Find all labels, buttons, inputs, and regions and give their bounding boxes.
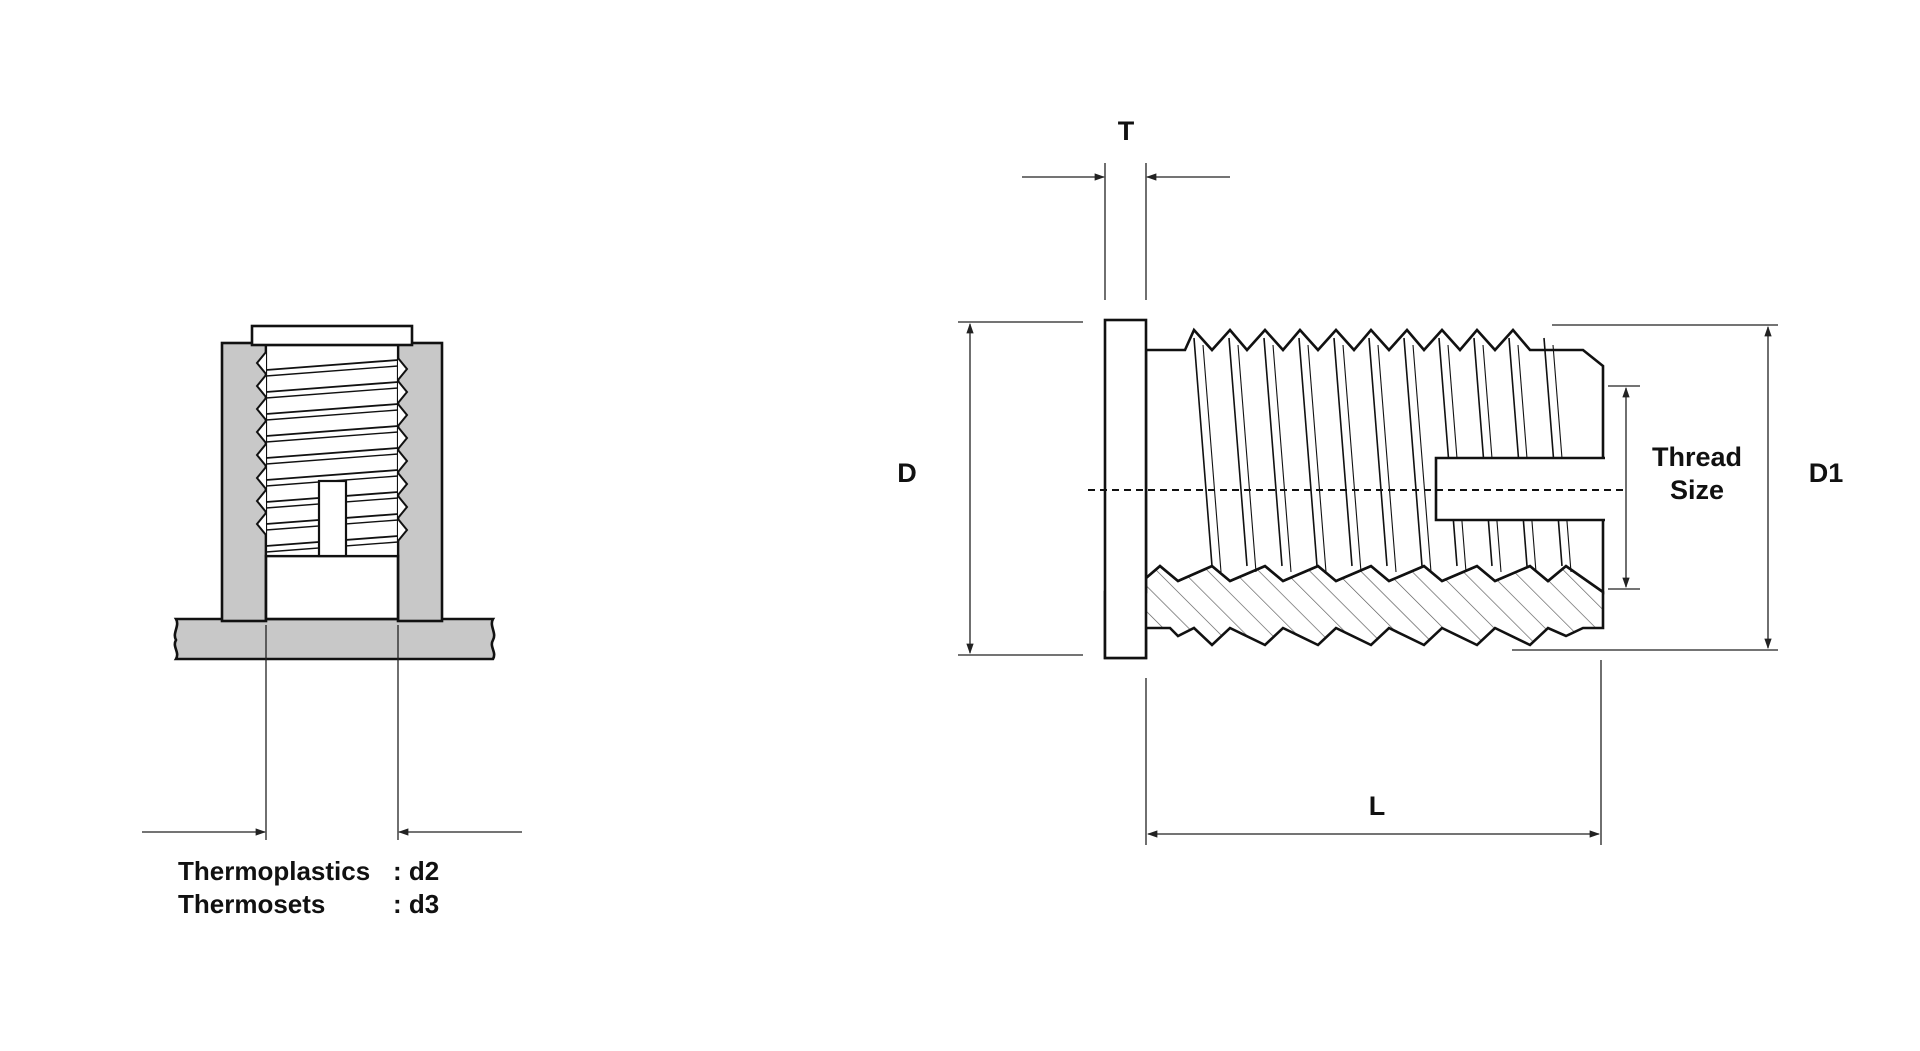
thread-tooth — [397, 357, 409, 381]
material-1-name: Thermoplastics — [178, 856, 370, 886]
thread-tooth — [255, 489, 267, 513]
thread-tooth — [255, 443, 267, 467]
thread-flank — [1298, 337, 1318, 567]
thread-flank — [1377, 344, 1397, 573]
thread-tooth — [397, 449, 409, 473]
thread-tooth — [397, 495, 409, 519]
thread-tooth — [255, 466, 267, 490]
thread-line — [265, 431, 399, 443]
material-2-value: : d3 — [393, 889, 439, 919]
d-label: D — [897, 458, 917, 488]
thread-tooth — [397, 403, 409, 427]
thread-tooth — [255, 374, 267, 398]
thread-size-label-line2: Size — [1670, 475, 1724, 505]
thread-line — [265, 387, 399, 399]
l-label: L — [1369, 791, 1386, 821]
thread-flank — [1368, 337, 1388, 567]
thread-tooth — [397, 380, 409, 404]
d1-label: D1 — [1809, 458, 1844, 488]
thread-flank — [1237, 344, 1257, 573]
material-1-value: : d2 — [393, 856, 439, 886]
thread-flank — [1412, 344, 1432, 573]
installed-insert-view: Thermoplastics : d2 Thermosets : d3 — [142, 324, 522, 919]
thread-line — [265, 381, 399, 393]
thread-flank — [1473, 337, 1493, 567]
hole-bottom — [264, 554, 400, 621]
thread-tooth — [397, 426, 409, 450]
thread-flank — [1263, 337, 1283, 567]
thread-flank — [1438, 337, 1458, 567]
thread-tooth — [255, 512, 267, 536]
thread-line — [265, 359, 399, 371]
thread-flank — [1307, 344, 1327, 573]
thread-line — [265, 447, 399, 459]
insert-slot — [317, 479, 348, 558]
thread-line — [265, 365, 399, 377]
insert-thread-teeth — [255, 351, 409, 542]
thread-flank — [1342, 344, 1362, 573]
insert-flange — [250, 324, 414, 347]
thread-tooth — [397, 518, 409, 542]
thread-flank — [1202, 344, 1222, 573]
thread-tooth — [255, 397, 267, 421]
thread-flank — [1228, 337, 1248, 567]
thread-flank — [1543, 337, 1563, 567]
thread-flank — [1403, 337, 1423, 567]
thread-line — [265, 453, 399, 465]
t-label: T — [1118, 116, 1135, 146]
thread-flank — [1333, 337, 1353, 567]
thread-line — [265, 409, 399, 421]
thread-line — [265, 425, 399, 437]
thread-tooth — [397, 472, 409, 496]
material-2-name: Thermosets — [178, 889, 325, 919]
thread-flank — [1193, 337, 1213, 567]
thread-tooth — [255, 351, 267, 375]
thread-tooth — [255, 420, 267, 444]
thread-flank — [1272, 344, 1292, 573]
base-plate — [173, 617, 496, 661]
insert-side-view: T D D1 Thread Size L — [897, 116, 1843, 845]
thread-flank — [1508, 337, 1528, 567]
internal-thread-lines — [265, 359, 399, 553]
thread-line — [265, 469, 399, 481]
thread-line — [265, 403, 399, 415]
thread-size-label-line1: Thread — [1652, 442, 1742, 472]
